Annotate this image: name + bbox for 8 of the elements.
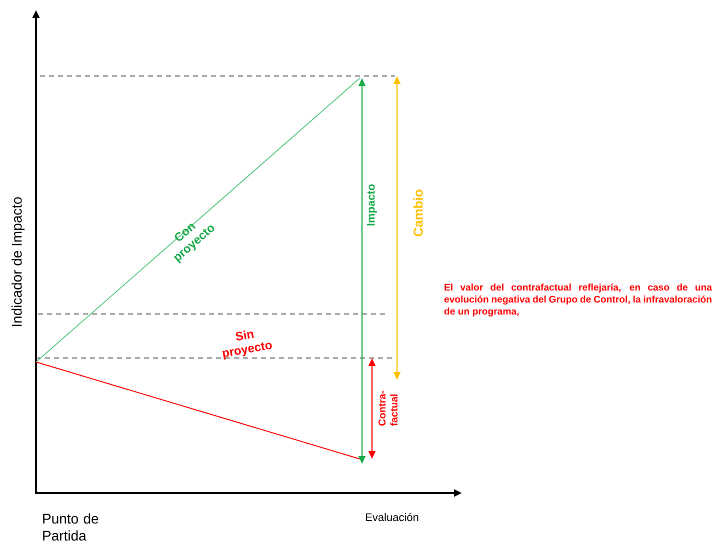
line-label: Sin proyecto [222, 330, 272, 360]
axis-title: Indicador de Impacto [11, 197, 25, 326]
measure-label: Impacto [367, 184, 377, 226]
axis-label: Evaluación [366, 512, 418, 522]
axis-label: Punto de Partida [43, 513, 98, 541]
measure-label: Cambio [413, 190, 423, 236]
note-text: El valor del contrafactual reflejaría, en caso de una evolución negativa del Grupo de Control, la infravaloración de un programa, [444, 283, 712, 317]
measure-label: Contra-factual [378, 390, 398, 426]
